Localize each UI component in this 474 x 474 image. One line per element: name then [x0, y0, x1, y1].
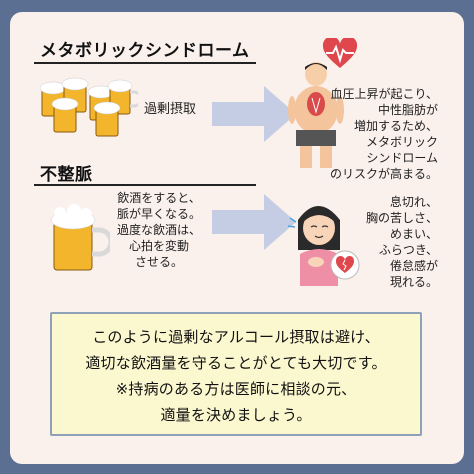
beer-mug-icon	[50, 204, 110, 271]
section2-effect: 息切れ、 胸の苦しさ、 めまい、 ふらつき、 倦怠感が 現れる。	[338, 194, 438, 290]
section2-cause-line: 脈が早くなる。	[116, 207, 201, 221]
section2-cause-line: 心拍を変動	[128, 239, 189, 253]
section1-cause: 過剰摂取	[144, 102, 197, 117]
section1-effect: 血圧上昇が起こり、 中性脂肪が 増加するため、 メタボリック シンドローム のリ…	[318, 86, 438, 182]
beer-mugs-icon	[39, 77, 138, 137]
section2-cause-line: 飲酒をすると、	[117, 191, 201, 205]
section2-effect-line: 息切れ、	[389, 195, 438, 209]
heart-pulse-icon	[322, 38, 358, 68]
advice-note-line: このように過剰なアルコール摂取は避け、	[92, 328, 380, 346]
section1-effect-line: メタボリック	[365, 135, 438, 149]
broken-heart-icon	[330, 250, 360, 280]
sick-woman-icon	[287, 206, 340, 286]
section1-title-underline	[34, 62, 256, 64]
section2-arrow	[212, 194, 296, 250]
section1-effect-line: シンドローム	[366, 151, 438, 165]
section1-arrow	[212, 86, 296, 142]
section2-title-underline	[34, 184, 256, 186]
section2-title: 不整脈	[40, 165, 93, 185]
section2-cause-line: 過度な飲酒は、	[116, 223, 201, 237]
section1-effect-line: 中性脂肪が	[377, 103, 438, 117]
section2-cause: 飲酒をすると、 脈が早くなる。 過度な飲酒は、 心拍を変動 させる。	[104, 190, 214, 270]
section1-effect-line: 血圧上昇が起こり、	[330, 87, 438, 101]
section2-effect-line: 現れる。	[389, 275, 438, 289]
advice-note-line: 適量を決めましょう。	[160, 406, 312, 424]
advice-note-line: 適切な飲酒量を守ることがとても大切です。	[85, 354, 387, 372]
overweight-man-icon	[288, 62, 344, 168]
section2-effect-line: 胸の苦しさ、	[365, 211, 438, 225]
section1-title: メタボリックシンドローム	[40, 41, 250, 61]
section2-cause-line: させる。	[134, 255, 183, 269]
advice-note-line: ※持病のある方は医師に相談の元、	[115, 380, 357, 398]
section1-effect-line: 増加するため、	[353, 119, 438, 133]
section2-effect-line: 倦怠感が	[389, 259, 438, 273]
section1-effect-line: のリスクが高まる。	[329, 167, 438, 181]
section2-effect-line: めまい、	[389, 227, 438, 241]
advice-note-box: このように過剰なアルコール摂取は避け、 適切な飲酒量を守ることがとても大切です。…	[50, 312, 422, 436]
section2-effect-line: ふらつき、	[378, 243, 438, 257]
